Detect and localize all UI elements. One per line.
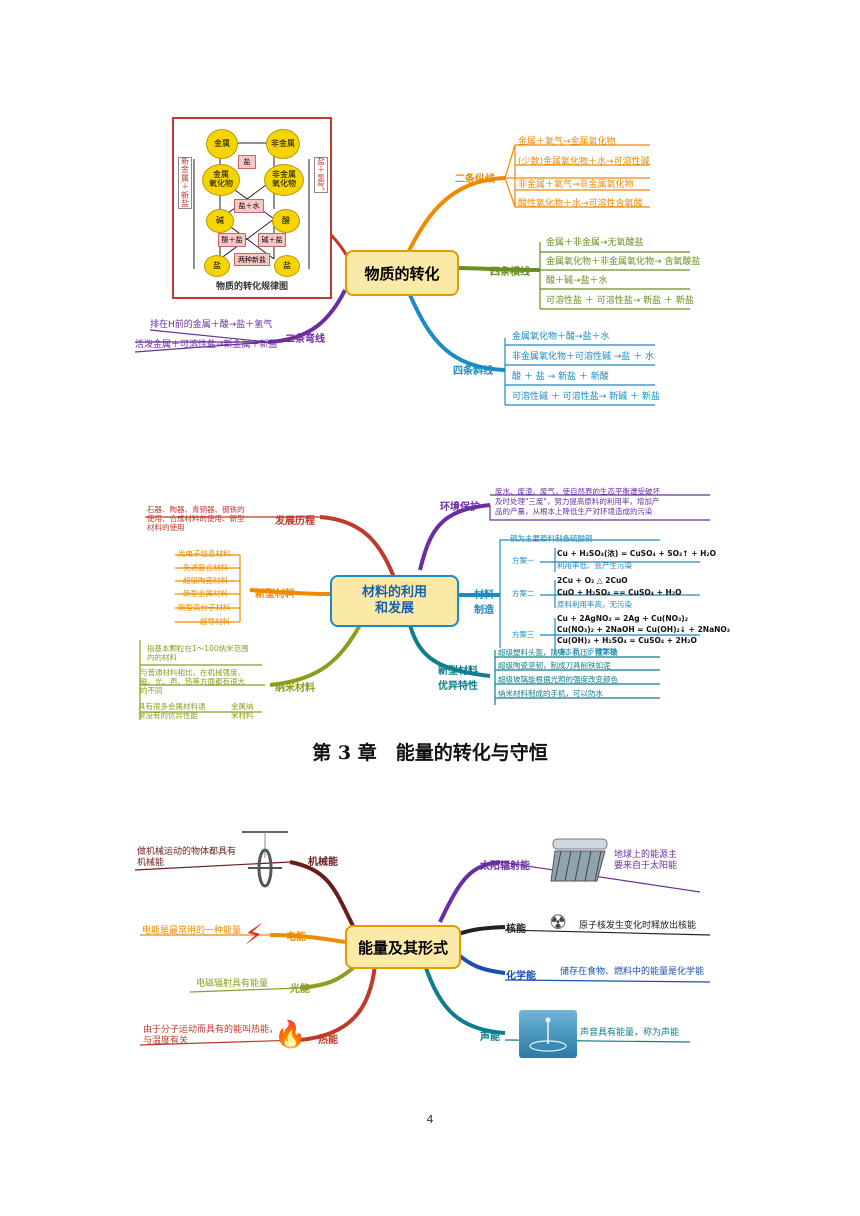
horizontal-item-3: 酸＋碱→盐＋水	[546, 276, 608, 286]
diagram-caption: 物质的转化规律图	[215, 282, 288, 292]
solar-text: 地球上的能源主 要来自于太阳能	[614, 850, 678, 871]
side-left: 新 金 属 ＋ 新 盐	[178, 157, 192, 210]
diagonal-item-4: 可溶性碱 ＋ 可溶性盐→ 新碱 ＋ 新盐	[512, 392, 660, 402]
diagonal-item-3: 酸 ＋ 盐 → 新盐 ＋ 新酸	[512, 372, 609, 382]
prop-3: 超级玻璃能根据光照的强度改变颜色	[498, 675, 618, 684]
label-mech: 机械能	[308, 857, 338, 868]
nano-text-1: 指基本颗粒在1～100纳米范围 内的材料	[147, 644, 249, 662]
lightning-icon: ⚡	[244, 918, 264, 951]
nano-text-3b: 金属纳 米材料	[231, 702, 254, 720]
horizontal-item-4: 可溶性盐 ＋ 可溶性盐→ 新盐 ＋ 新盐	[546, 296, 694, 306]
node-acid-salt: 酸＋盐	[218, 233, 246, 247]
center-conversion: 物质的转化	[345, 250, 459, 296]
diagonal-item-2: 非金属氧化物＋可溶性碱 →盐 ＋ 水	[512, 352, 655, 362]
plan2-note: 原料利用率高，无污染	[557, 600, 632, 609]
env-text: 废水、废渣、废气，使自然界的生态平衡遭受破坏 及时处理"三废"，努力提高原料的利…	[495, 487, 660, 517]
label-heat: 热能	[318, 1035, 338, 1046]
nano-text-3: 具有很多金属材料通 常没有的优异性能	[138, 702, 206, 720]
plan2-eq2: CuO + H₂SO₄ == CuSO₄ + H₂O	[557, 588, 682, 597]
label-four-diagonal: 四条斜线	[453, 366, 493, 377]
node-metal: 金属	[206, 129, 238, 159]
node-nonmetal-oxide: 非金属 氧化物	[264, 164, 304, 196]
chem-text: 储存在食物、燃料中的能量是化学能	[560, 967, 705, 977]
new-material-4: 新型金属材料	[183, 589, 228, 598]
vertical-item-3: 非金属＋氧气→非金属氧化物	[518, 180, 634, 190]
radiation-icon: ☢	[549, 910, 567, 934]
prop-2: 超级陶瓷坚韧，制成刀具削铁如泥	[498, 661, 611, 670]
label-env: 环境保护	[440, 502, 480, 513]
center-materials: 材料的利用 和发展	[330, 575, 459, 627]
node-acid: 酸	[272, 209, 300, 233]
node-salt-top: 盐	[238, 155, 256, 169]
plan1-eq: Cu + H₂SO₄(浓) = CuSO₄ + SO₂↑ + H₂O	[557, 549, 717, 558]
elec-text: 电能是最常用的一种能量	[142, 926, 242, 936]
label-new-materials: 新型材料	[255, 589, 295, 600]
node-nonmetal: 非金属	[266, 129, 300, 159]
sound-text: 声音具有能量，称为声能	[580, 1028, 680, 1038]
center-energy: 能量及其形式	[345, 925, 461, 969]
node-salt-water: 盐＋水	[234, 199, 264, 213]
node-base: 碱	[206, 209, 234, 233]
fire-icon: 🔥	[274, 1020, 307, 1050]
conversion-diagram: 金属 非金属 盐 金属 氧化物 非金属 氧化物 盐＋水 碱 酸 酸＋盐 碱＋盐 …	[172, 117, 332, 299]
label-solar: 太阳辐射能	[480, 861, 530, 872]
node-metal-oxide: 金属 氧化物	[202, 164, 240, 196]
new-material-3: 超级陶瓷材料	[183, 576, 228, 585]
label-nano: 纳米材料	[275, 683, 315, 694]
label-light: 光能	[290, 984, 310, 995]
page-number: 4	[426, 1113, 434, 1126]
vertical-item-4: 酸性氧化物＋水→可溶性含氧酸	[518, 199, 643, 209]
node-salt-bl: 盐	[204, 255, 230, 277]
prep-head: 铜为主要原料制备硫酸铜	[510, 534, 593, 543]
plan3-note: 成本高、步骤繁琐	[557, 647, 617, 656]
plan3-eq2: Cu(NO₃)₂ + 2NaOH = Cu(OH)₂↓ + 2NaNO₃	[557, 625, 731, 634]
vertical-item-2: (少数)金属氧化物＋水→可溶性碱	[518, 157, 650, 167]
horizontal-item-2: 金属氧化物＋非金属氧化物→ 含氧酸盐	[546, 257, 701, 267]
heat-text: 由于分子运动而具有的能叫热能， 与温度有关	[143, 1025, 279, 1046]
label-prep: 材料 制造	[474, 590, 494, 616]
label-nuclear: 核能	[506, 924, 526, 935]
side-right: 盐 ＋ 氢 气	[314, 157, 328, 193]
flywheel-icon	[238, 828, 292, 890]
label-sound: 声能	[480, 1032, 500, 1043]
plan2-eq1: 2Cu + O₂ △ 2CuO	[557, 576, 628, 585]
new-material-5: 新型高分子材料	[178, 603, 231, 612]
new-material-6: 超导材料	[200, 617, 230, 626]
mech-text: 做机械运动的物体都具有 机械能	[137, 847, 237, 868]
node-salt-br: 盐	[274, 255, 300, 277]
diagonal-item-1: 金属氧化物＋酸→盐＋水	[512, 332, 610, 342]
history-text: 石器、陶器、青铜器、钢铁的 使用、合成材料的使用、新型 材料的使用	[147, 505, 245, 532]
plan3-eq3: Cu(OH)₂ + H₂SO₄ = CuSO₄ + 2H₂O	[557, 636, 697, 645]
nuclear-text: 原子核发生变化时释放出核能	[579, 921, 697, 931]
nano-text-2: 与普通材料相比，在机械强度、 磁、光、声、热等方面都有很大 的不同	[140, 668, 245, 695]
label-chem: 化学能	[506, 971, 536, 982]
solar-heater-icon	[549, 835, 611, 885]
label-elec: 电能	[286, 932, 306, 943]
label-two-curves: 二条弯线	[285, 334, 325, 345]
node-base-salt: 碱＋盐	[258, 233, 286, 247]
prop-4: 纳米材料制成的手机，可以防水	[498, 689, 603, 698]
plan-1: 方案一	[512, 556, 535, 565]
new-material-2: 先进复合材料	[183, 563, 228, 572]
plan-2: 方案二	[512, 589, 535, 598]
water-drop-icon	[519, 1010, 577, 1058]
horizontal-item-1: 金属＋非金属→无氧酸盐	[546, 238, 644, 248]
light-text: 电磁辐射具有能量	[196, 979, 269, 989]
vertical-item-1: 金属＋氧气→金属氧化物	[518, 137, 616, 147]
chapter-title: 第 3 章 能量的转化与守恒	[312, 742, 548, 764]
label-four-horizontal: 四条横线	[490, 267, 530, 278]
plan-3: 方案三	[512, 630, 535, 639]
plan1-note: 利用率低、会产生污染	[557, 561, 632, 570]
node-two-salts: 两种新盐	[234, 253, 270, 266]
new-material-1: 光电子信息材料	[178, 549, 231, 558]
plan3-eq1: Cu + 2AgNO₃ = 2Ag + Cu(NO₃)₂	[557, 614, 689, 623]
label-history: 发展历程	[275, 516, 315, 527]
curve-item-1: 排在H前的金属＋酸→盐＋氢气	[150, 320, 273, 330]
prop-1: 超级塑料头盔，防弹、抗压、撞不破	[498, 648, 618, 657]
curve-item-2: 活泼金属＋可溶性盐→新金属＋新盐	[135, 340, 278, 350]
label-two-vertical: 二条纵线	[455, 174, 495, 185]
label-props: 新型材料 优异特性	[438, 666, 478, 692]
